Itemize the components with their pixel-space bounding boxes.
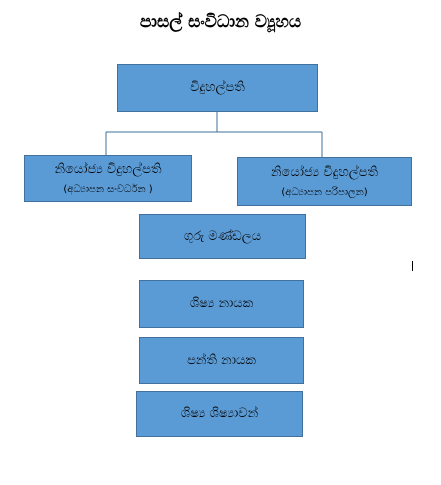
node-student-prefects: ශිෂ්‍ය නායක [139,280,304,328]
node-teaching-staff: ගුරු මණ්ඩලය [139,214,306,259]
node-class-monitors: පන්ති නායක [139,337,304,384]
node-deputy-administration-sub: (අධ්‍යාපන පරිපාලන) [281,186,368,198]
node-principal: විදුහල්පති [117,64,318,112]
node-deputy-administration: නියෝජ්‍ය විදුහල්පති (අධ්‍යාපන පරිපාලන) [237,157,412,206]
node-student-prefects-label: ශිෂ්‍ය නායක [189,296,254,311]
node-students-label: ශිෂ්‍ය ශිෂ්‍යාවන් [180,406,259,421]
chart-title: පාසල් සංවිධාන ව්‍යූහය [139,12,302,32]
node-deputy-administration-label: නියෝජ්‍ය විදුහල්පති [270,164,379,180]
node-deputy-development-sub: (අධ්‍යාපන සංවර්ධන ) [63,183,153,195]
node-teaching-staff-label: ගුරු මණ්ඩලය [183,228,262,244]
node-principal-label: විදුහල්පති [190,80,245,95]
node-class-monitors-label: පන්ති නායක [187,352,256,368]
text-cursor [412,261,413,271]
node-deputy-development-label: නියෝජ්‍ය විදුහල්පති [54,161,162,177]
node-deputy-development: නියෝජ්‍ය විදුහල්පති (අධ්‍යාපන සංවර්ධන ) [24,155,192,202]
node-students: ශිෂ්‍ය ශිෂ්‍යාවන් [136,391,303,437]
